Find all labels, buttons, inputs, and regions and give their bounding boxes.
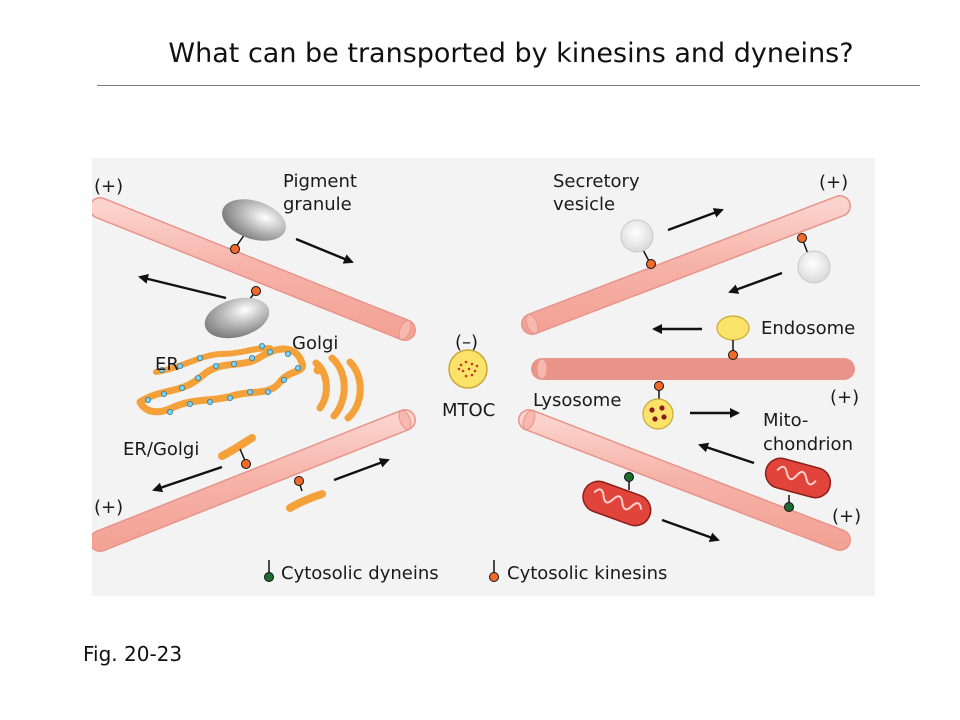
lysosome <box>642 381 674 430</box>
microtubule-middle-right <box>531 358 855 380</box>
er-label: ER <box>155 354 179 375</box>
plus-end-label-top-right: (+) <box>819 172 848 193</box>
er-golgi-tubule-dynein-cargo <box>218 434 256 469</box>
golgi-label: Golgi <box>292 333 338 354</box>
secretory-plus-arrow <box>667 208 724 232</box>
secretory-vesicle-label-line2: vesicle <box>553 194 615 215</box>
transport-diagram: (+) (+) (+) (+) (+) (–) MTOC Pigment gra… <box>92 158 875 596</box>
er-golgi-tubule-kinesin-cargo <box>286 476 326 512</box>
mitochondrion-label-line1: Mito- <box>763 410 808 431</box>
er-golgi-plus-arrow <box>333 458 390 482</box>
slide-title: What can be transported by kinesins and … <box>168 38 854 69</box>
mtoc <box>448 349 488 389</box>
pigment-plus-arrow <box>295 237 354 264</box>
legend: Cytosolic dyneins Cytosolic kinesins <box>264 560 667 584</box>
microtubule-upper-left <box>92 197 416 341</box>
endosome <box>716 315 750 360</box>
title-divider <box>97 85 920 86</box>
secretory-vesicle-dynein-cargo <box>797 233 831 284</box>
microtubule-upper-right <box>521 195 851 335</box>
pigment-granule-label-line2: granule <box>283 194 352 215</box>
er-golgi-label: ER/Golgi <box>123 439 199 460</box>
pigment-granule-dynein-cargo <box>204 286 270 339</box>
legend-dynein-symbol <box>264 560 274 582</box>
legend-dynein-label: Cytosolic dyneins <box>281 563 439 584</box>
mitochondrion-dynein-cargo <box>764 457 832 512</box>
golgi-apparatus <box>312 354 364 422</box>
mitochondrion-label-line2: chondrion <box>763 434 853 455</box>
pigment-minus-arrow <box>138 274 227 300</box>
mtoc-label: MTOC <box>442 400 495 421</box>
plus-end-label-bottom-left: (+) <box>94 497 123 518</box>
figure-caption: Fig. 20-23 <box>83 642 183 666</box>
secretory-vesicle-label-line1: Secretory <box>553 171 640 192</box>
pigment-granule-label-line1: Pigment <box>283 171 357 192</box>
plus-end-label-middle-right: (+) <box>830 387 859 408</box>
plus-end-label-bottom-right: (+) <box>832 506 861 527</box>
plus-end-label-top-left: (+) <box>94 176 123 197</box>
legend-kinesin-label: Cytosolic kinesins <box>507 563 667 584</box>
mitochondrion-minus-arrow <box>698 442 755 465</box>
pigment-granule-kinesin-cargo <box>222 199 286 254</box>
legend-kinesin-symbol <box>489 560 499 582</box>
endoplasmic-reticulum <box>136 342 306 416</box>
lysosome-label: Lysosome <box>533 390 621 411</box>
endosome-label: Endosome <box>761 318 855 339</box>
er-golgi-minus-arrow <box>152 465 223 493</box>
secretory-minus-arrow <box>728 271 783 294</box>
secretory-vesicle-kinesin-cargo <box>620 219 656 269</box>
mitochondrion-plus-arrow <box>661 518 720 543</box>
minus-end-label: (–) <box>455 332 478 353</box>
microtubule-lower-right <box>518 409 851 551</box>
microtubule-lower-left <box>92 409 416 552</box>
mitochondrion-kinesin-cargo <box>582 472 652 527</box>
